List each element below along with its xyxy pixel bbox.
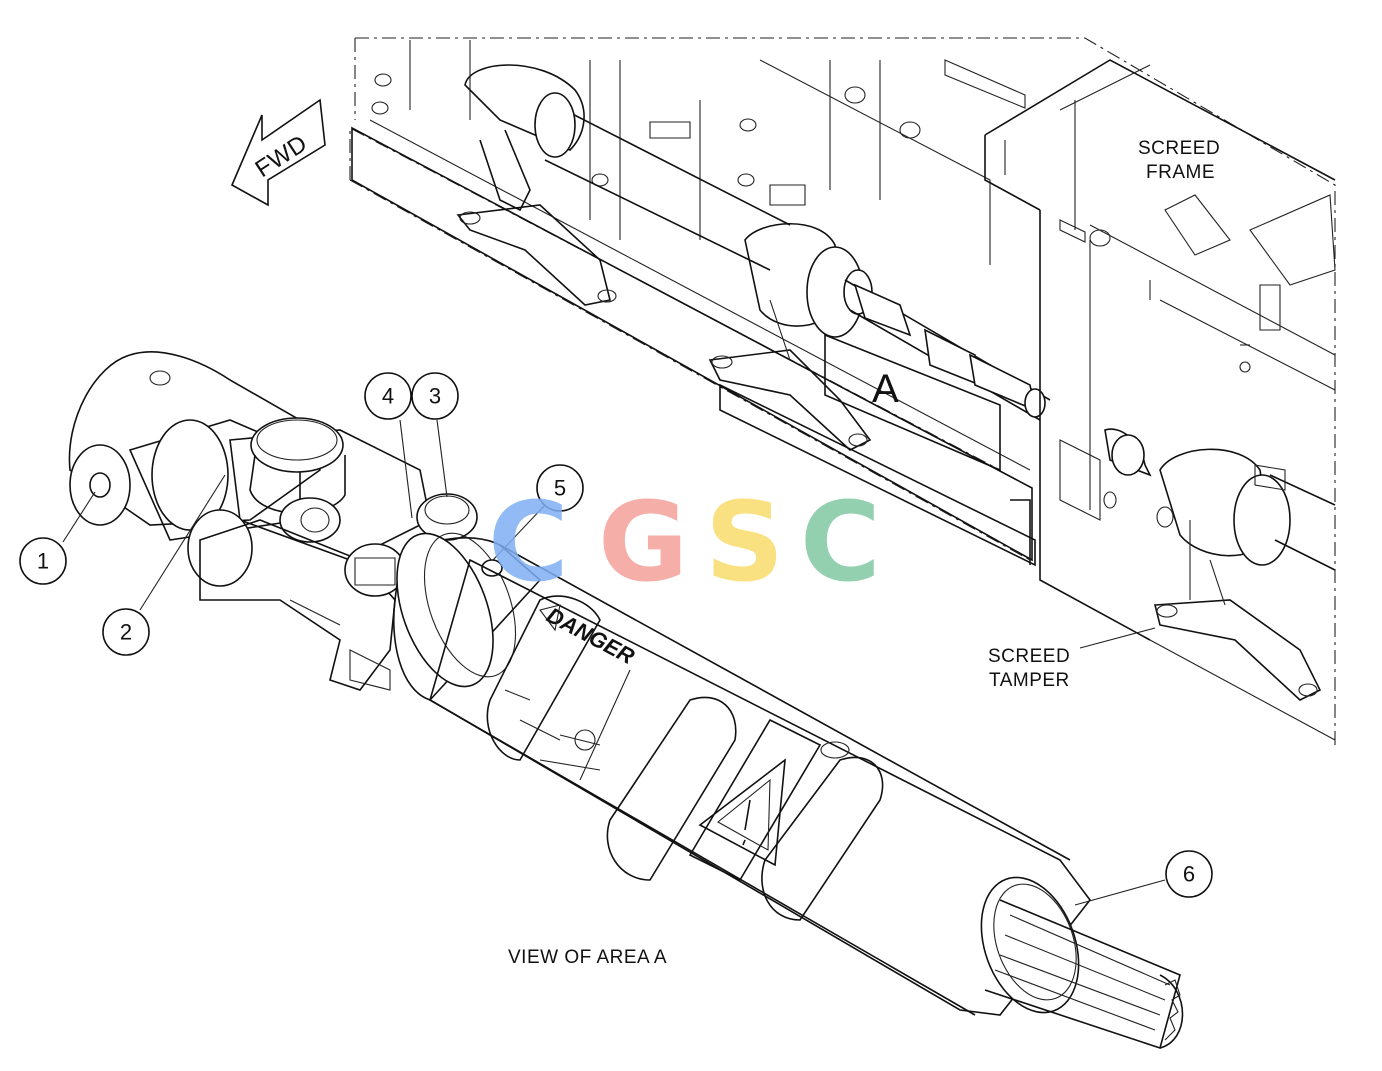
callout-3: 3 bbox=[411, 372, 459, 420]
leader-lines bbox=[62, 419, 1166, 906]
fwd-label: FWD bbox=[251, 130, 313, 183]
screed-tamper-label-line2: TAMPER bbox=[989, 670, 1070, 691]
driveshaft-assembly: DANGER bbox=[68, 351, 1184, 1050]
watermark-letter-4: C bbox=[800, 478, 881, 606]
watermark-letter-1: C bbox=[488, 478, 569, 606]
area-a-marker: A bbox=[872, 367, 899, 411]
callout-6: 6 bbox=[1165, 850, 1213, 898]
callout-1-number: 1 bbox=[37, 549, 49, 574]
callout-2: 2 bbox=[102, 608, 150, 656]
callout-4-number: 4 bbox=[382, 384, 394, 409]
callout-5: 5 bbox=[536, 464, 584, 512]
watermark-letter-3: S bbox=[705, 478, 784, 606]
screed-frame-label-line2: FRAME bbox=[1146, 162, 1215, 183]
screed-frame-label-line1: SCREED bbox=[1138, 138, 1220, 159]
callout-2-number: 2 bbox=[120, 620, 132, 645]
screed-tamper-label-line1: SCREED bbox=[988, 646, 1070, 667]
screed-assembly-background: A bbox=[349, 37, 1336, 745]
watermark-letter-2: G bbox=[598, 478, 688, 606]
watermark-logo: C G S C bbox=[488, 478, 881, 606]
callout-6-number: 6 bbox=[1183, 862, 1195, 887]
danger-decal-text: DANGER bbox=[543, 602, 639, 669]
callout-4: 4 bbox=[364, 372, 412, 420]
view-caption: VIEW OF AREA A bbox=[508, 947, 667, 968]
callout-5-number: 5 bbox=[554, 476, 566, 501]
forward-arrow-icon: FWD bbox=[230, 98, 326, 207]
callout-1: 1 bbox=[19, 537, 67, 585]
callout-3-number: 3 bbox=[429, 384, 441, 409]
